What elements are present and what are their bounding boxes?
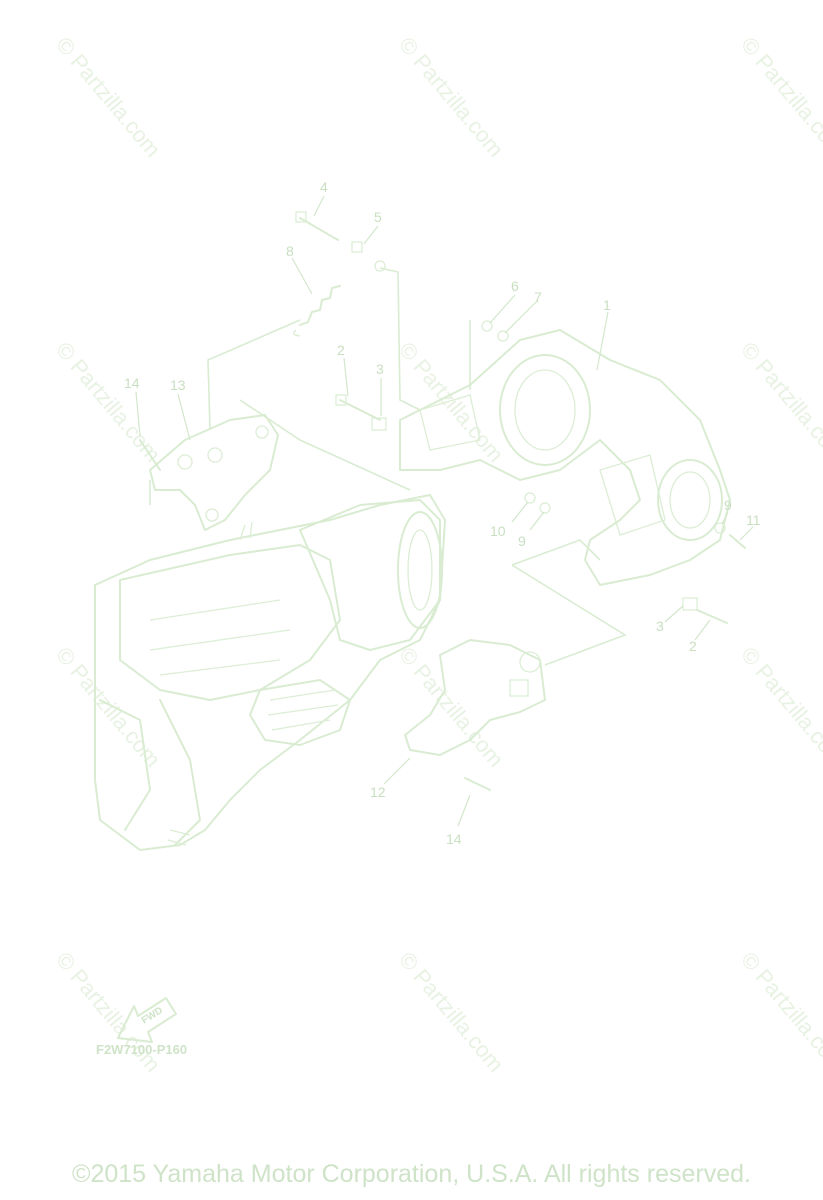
- small-hardware: [139, 211, 746, 791]
- callout-14: 14: [124, 375, 140, 391]
- callout-10: 10: [490, 523, 506, 539]
- callout-7: 7: [534, 289, 542, 305]
- callout-12: 12: [370, 784, 386, 800]
- watermark: © Partzilla.com: [51, 642, 165, 772]
- watermark: © Partzilla.com: [736, 32, 823, 162]
- callout-5: 5: [374, 209, 382, 225]
- watermark: © Partzilla.com: [51, 32, 165, 162]
- callout-2: 2: [689, 638, 697, 654]
- part-1-housing: [399, 329, 731, 586]
- callout-9: 9: [518, 533, 526, 549]
- watermark: © Partzilla.com: [736, 947, 823, 1077]
- callout-4: 4: [320, 179, 328, 195]
- callout-14: 14: [446, 831, 462, 847]
- assembly-lines: [149, 267, 627, 666]
- watermark: © Partzilla.com: [736, 642, 823, 772]
- callout-1: 1: [603, 297, 611, 313]
- watermark: © Partzilla.com: [51, 337, 165, 467]
- callout-11: 11: [746, 512, 761, 528]
- callout-8: 8: [286, 243, 294, 259]
- watermark: © Partzilla.com: [736, 337, 823, 467]
- drawing-code: F2W7100-P160: [96, 1042, 187, 1057]
- callouts: 1 2 2 3 3 4 5 6 7 8 9 9 10 11 12 13 14 1…: [124, 179, 761, 847]
- callout-3: 3: [656, 618, 664, 634]
- part-13-bracket: [149, 414, 279, 531]
- callout-9: 9: [724, 497, 732, 513]
- copyright-notice: ©2015 Yamaha Motor Corporation, U.S.A. A…: [72, 1160, 751, 1188]
- engine-block: [94, 494, 446, 851]
- part-12-mount: [404, 639, 546, 756]
- callout-2: 2: [337, 342, 345, 358]
- watermark: © Partzilla.com: [394, 32, 508, 162]
- callout-6: 6: [511, 278, 519, 294]
- watermark: © Partzilla.com: [394, 947, 508, 1077]
- part-8-spring: [293, 285, 341, 337]
- leader-lines: [135, 195, 754, 827]
- watermark: © Partzilla.com: [394, 642, 508, 772]
- callout-13: 13: [170, 377, 186, 393]
- watermark: © Partzilla.com: [394, 337, 508, 467]
- watermark-layer: © Partzilla.com © Partzilla.com © Partzi…: [51, 32, 823, 1077]
- callout-3: 3: [376, 361, 384, 377]
